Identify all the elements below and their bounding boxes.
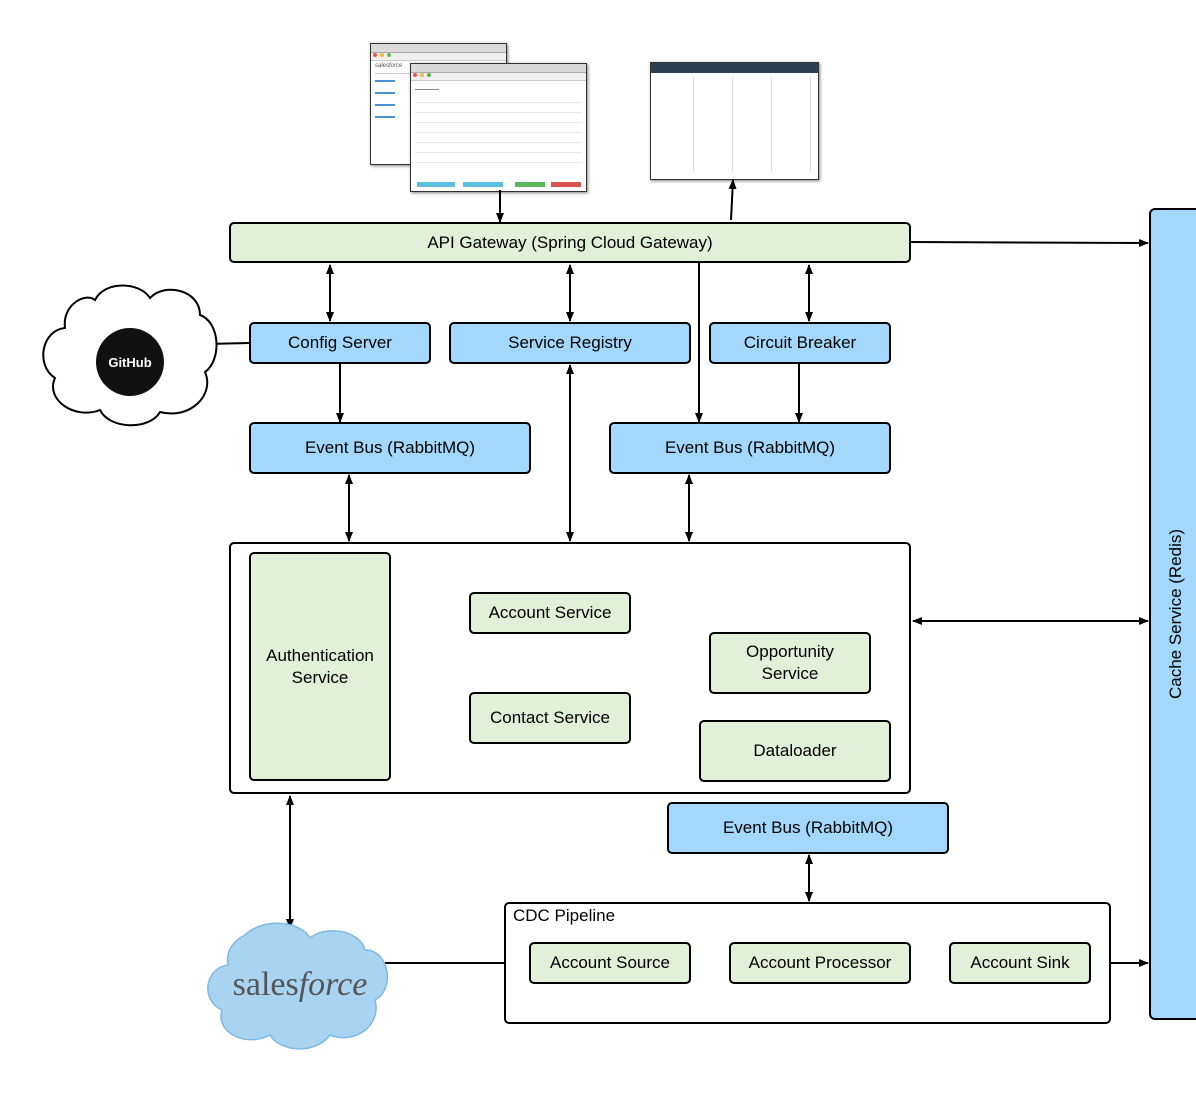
dashboard-screenshot [650, 62, 819, 180]
event-bus-right-label: Event Bus (RabbitMQ) [664, 438, 836, 457]
github-logo-text: GitHub [108, 355, 151, 370]
account-source-label: Account Source [549, 953, 670, 972]
service-registry-box: Service Registry [449, 322, 691, 364]
contact-service-label: Contact Service [490, 708, 610, 727]
authentication-service-label: Authentication Service [266, 645, 374, 687]
dataloader-box: Dataloader [699, 720, 891, 782]
account-service-label: Account Service [488, 603, 612, 622]
config-server-box: Config Server [249, 322, 431, 364]
account-source-box: Account Source [529, 942, 691, 984]
salesforce-cloud-icon [207, 922, 389, 1050]
api-gateway-label: API Gateway (Spring Cloud Gateway) [427, 232, 713, 252]
event-bus-cdc-box: Event Bus (RabbitMQ) [667, 802, 949, 854]
contact-service-box: Contact Service [469, 692, 631, 744]
service-registry-label: Service Registry [508, 333, 632, 352]
opportunity-service-box: Opportunity Service [709, 632, 871, 694]
api-gateway-box: API Gateway (Spring Cloud Gateway) [229, 222, 911, 263]
account-processor-label: Account Processor [748, 953, 892, 972]
app-screenshot-front [410, 63, 587, 192]
event-bus-right-box: Event Bus (RabbitMQ) [609, 422, 891, 474]
circuit-breaker-label: Circuit Breaker [743, 333, 857, 352]
github-cloud-icon [42, 284, 218, 427]
account-service-box: Account Service [469, 592, 631, 634]
authentication-service-box: Authentication Service [249, 552, 391, 781]
circuit-breaker-box: Circuit Breaker [709, 322, 891, 364]
event-bus-cdc-label: Event Bus (RabbitMQ) [722, 818, 894, 837]
cdc-pipeline-title: CDC Pipeline [513, 906, 616, 925]
account-processor-box: Account Processor [729, 942, 911, 984]
account-sink-label: Account Sink [970, 953, 1070, 972]
cache-service-box [1149, 208, 1196, 1020]
account-sink-box: Account Sink [949, 942, 1091, 984]
dataloader-label: Dataloader [753, 741, 837, 760]
event-bus-left-box: Event Bus (RabbitMQ) [249, 422, 531, 474]
cache-service-label: Cache Service (Redis) [1166, 528, 1185, 700]
event-bus-left-label: Event Bus (RabbitMQ) [304, 438, 476, 457]
opportunity-service-label: Opportunity Service [746, 642, 834, 683]
salesforce-logo-text: salesforce [233, 966, 368, 1003]
config-server-label: Config Server [288, 333, 392, 352]
